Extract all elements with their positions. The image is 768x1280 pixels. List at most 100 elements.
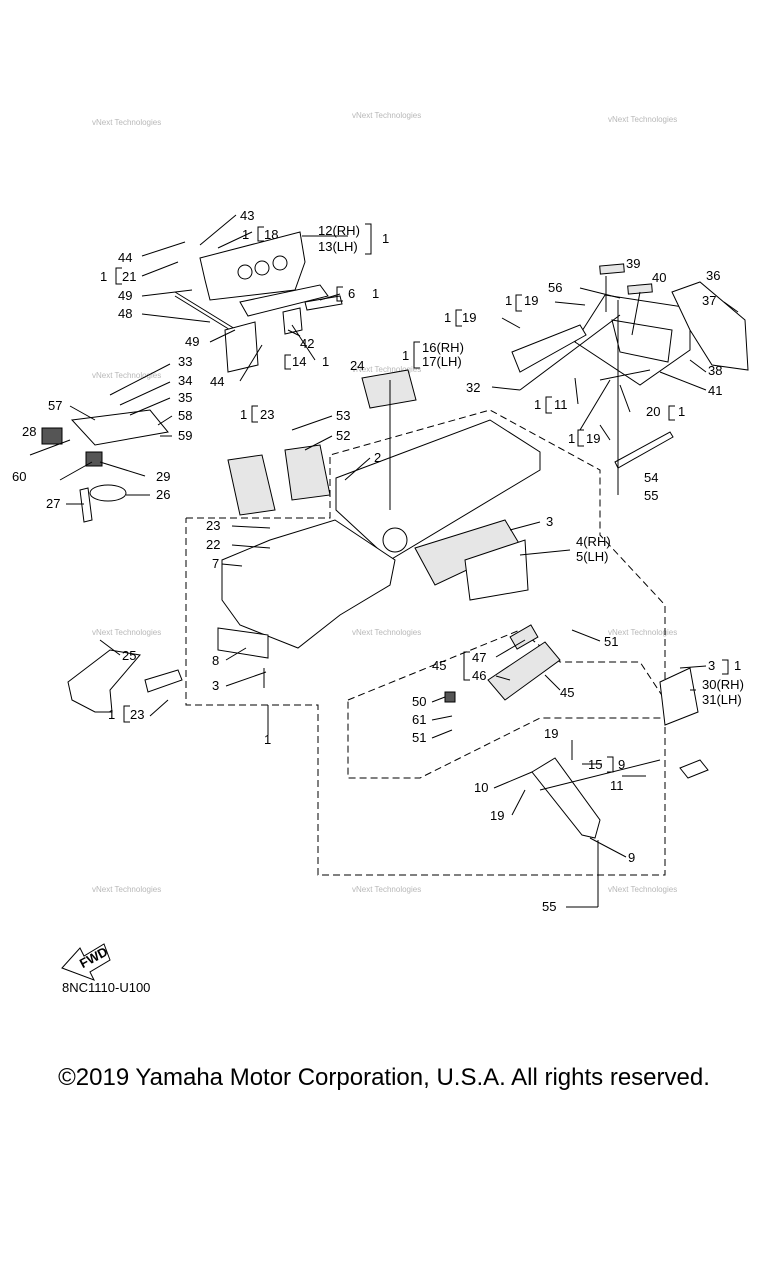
watermark-text: vNext Technologies: [92, 118, 161, 127]
rack-deck-part: [611, 319, 673, 363]
leader-lines: [66, 214, 739, 908]
bracket-part: [144, 669, 183, 693]
leader-line: [493, 771, 533, 789]
part-labels: 43 18 1 12(RH) 13(LH) 1 44 1 21 49 48 6 …: [12, 208, 744, 914]
part-label: 21: [122, 269, 136, 284]
leader-line: [225, 671, 267, 687]
part-label: 33: [178, 354, 192, 369]
part-label: 1: [100, 269, 107, 284]
bracket-mark: [123, 705, 130, 723]
part-label: 50: [412, 694, 426, 709]
clamp-part: [89, 484, 127, 502]
part-label: 49: [118, 288, 132, 303]
part-label: 5(LH): [576, 549, 609, 564]
part-label: 34: [178, 373, 192, 388]
part-label: 6: [348, 286, 355, 301]
module-part: [41, 427, 63, 445]
frame-body-part: [221, 519, 396, 649]
pad-part: [599, 263, 625, 275]
bracket-part: [282, 307, 303, 335]
part-label: 58: [178, 408, 192, 423]
watermark-text: vNext Technologies: [608, 628, 677, 637]
part-label: 60: [12, 469, 26, 484]
leader-line: [221, 563, 243, 567]
bracket-mark: [577, 429, 584, 447]
part-label: 46: [472, 668, 486, 683]
leader-line: [579, 287, 621, 299]
plate-part: [224, 321, 259, 373]
part-label: 27: [46, 496, 60, 511]
bracket-marks: [115, 223, 729, 773]
panel-part: [361, 369, 417, 409]
part-label: 29: [156, 469, 170, 484]
part-label: 61: [412, 712, 426, 727]
part-label: 54: [644, 470, 658, 485]
part-label: 1: [678, 404, 685, 419]
leader-line: [723, 301, 739, 313]
leader-line: [231, 525, 271, 529]
knob-part: [444, 691, 456, 703]
part-label: 51: [604, 634, 618, 649]
fwd-arrow-icon: FWD: [61, 943, 111, 981]
strap-part: [79, 487, 93, 523]
part-label: 47: [472, 650, 486, 665]
part-label: 19: [490, 808, 504, 823]
wire-part: [59, 461, 93, 481]
leader-line: [495, 675, 511, 681]
rear-cover-part: [671, 281, 749, 371]
part-label: 42: [300, 336, 314, 351]
part-label: 1: [534, 397, 541, 412]
part-label: 23: [206, 518, 220, 533]
leader-line: [239, 344, 263, 382]
fwd-arrow-shape: [61, 943, 111, 981]
watermark-text: vNext Technologies: [352, 628, 421, 637]
part-label: 1: [264, 732, 271, 747]
footrest-group-outline: [347, 629, 666, 779]
leader-line: [495, 639, 526, 658]
part-label: 1: [322, 354, 329, 369]
leader-line: [141, 241, 186, 257]
part-label: 19: [524, 293, 538, 308]
bracket-part: [217, 627, 269, 659]
leader-line: [99, 639, 121, 656]
rod-part: [539, 759, 661, 791]
leader-line: [571, 629, 601, 642]
tunnel-frame-part: [335, 419, 541, 561]
leader-line: [679, 665, 707, 669]
leader-line: [509, 521, 541, 531]
part-label: 37: [702, 293, 716, 308]
leader-line: [209, 329, 236, 343]
part-label: 8: [212, 653, 219, 668]
leader-line: [217, 231, 253, 249]
part-label: 19: [544, 726, 558, 741]
part-label: 30(RH): [702, 677, 744, 692]
leader-line: [69, 405, 96, 421]
bracket-mark: [455, 309, 462, 327]
leader-line: [619, 384, 631, 413]
part-label: 51: [412, 730, 426, 745]
leader-line: [554, 301, 586, 306]
part-label: 53: [336, 408, 350, 423]
part-label: 1: [444, 310, 451, 325]
bracket-mark: [515, 294, 522, 312]
leader-line: [231, 544, 271, 549]
part-label: 57: [48, 398, 62, 413]
part-label: 3: [546, 514, 553, 529]
part-label: 31(LH): [702, 692, 742, 707]
frame-group-outline: [185, 409, 666, 876]
leader-line: [225, 647, 247, 661]
rod-part: [599, 369, 651, 381]
rail-part: [531, 757, 601, 839]
part-label: 3: [212, 678, 219, 693]
leader-line: [141, 261, 179, 277]
watermark-text: vNext Technologies: [352, 111, 421, 120]
leader-line: [659, 371, 707, 391]
bracket-mark: [336, 286, 343, 302]
bracket-mark: [668, 405, 675, 421]
diagram-code: 8NC1110-U100: [62, 980, 151, 995]
footrest-part: [487, 641, 561, 701]
bracket-mark: [257, 226, 264, 242]
part-label: 1: [505, 293, 512, 308]
part-label: 17(LH): [422, 354, 462, 369]
